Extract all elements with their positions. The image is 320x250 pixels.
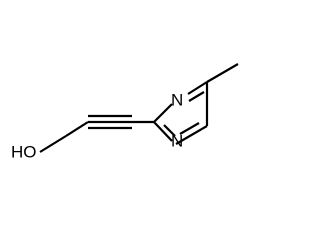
ring-nitrogen-bottom: N	[171, 131, 183, 150]
ring-bond-n1-c6	[187, 81, 208, 95]
bond-ch2-c1	[65, 121, 89, 137]
methyl-bond	[206, 63, 239, 83]
ring-bond-c2-n3	[153, 121, 173, 142]
ring-bond-c2-n1	[153, 103, 173, 123]
ring-nitrogen-top: N	[171, 90, 183, 109]
ring-bond-c5-c4	[175, 125, 208, 145]
ring-bond-n1-c6-inner	[188, 91, 205, 102]
molecule-structure: HO N N	[11, 63, 239, 161]
bond-o-ch2	[39, 135, 67, 153]
ring-bond-c2-n3-inner	[163, 124, 176, 137]
ring-bond-c5-c4-inner	[179, 122, 200, 135]
hydroxyl-label: HO	[11, 142, 37, 161]
